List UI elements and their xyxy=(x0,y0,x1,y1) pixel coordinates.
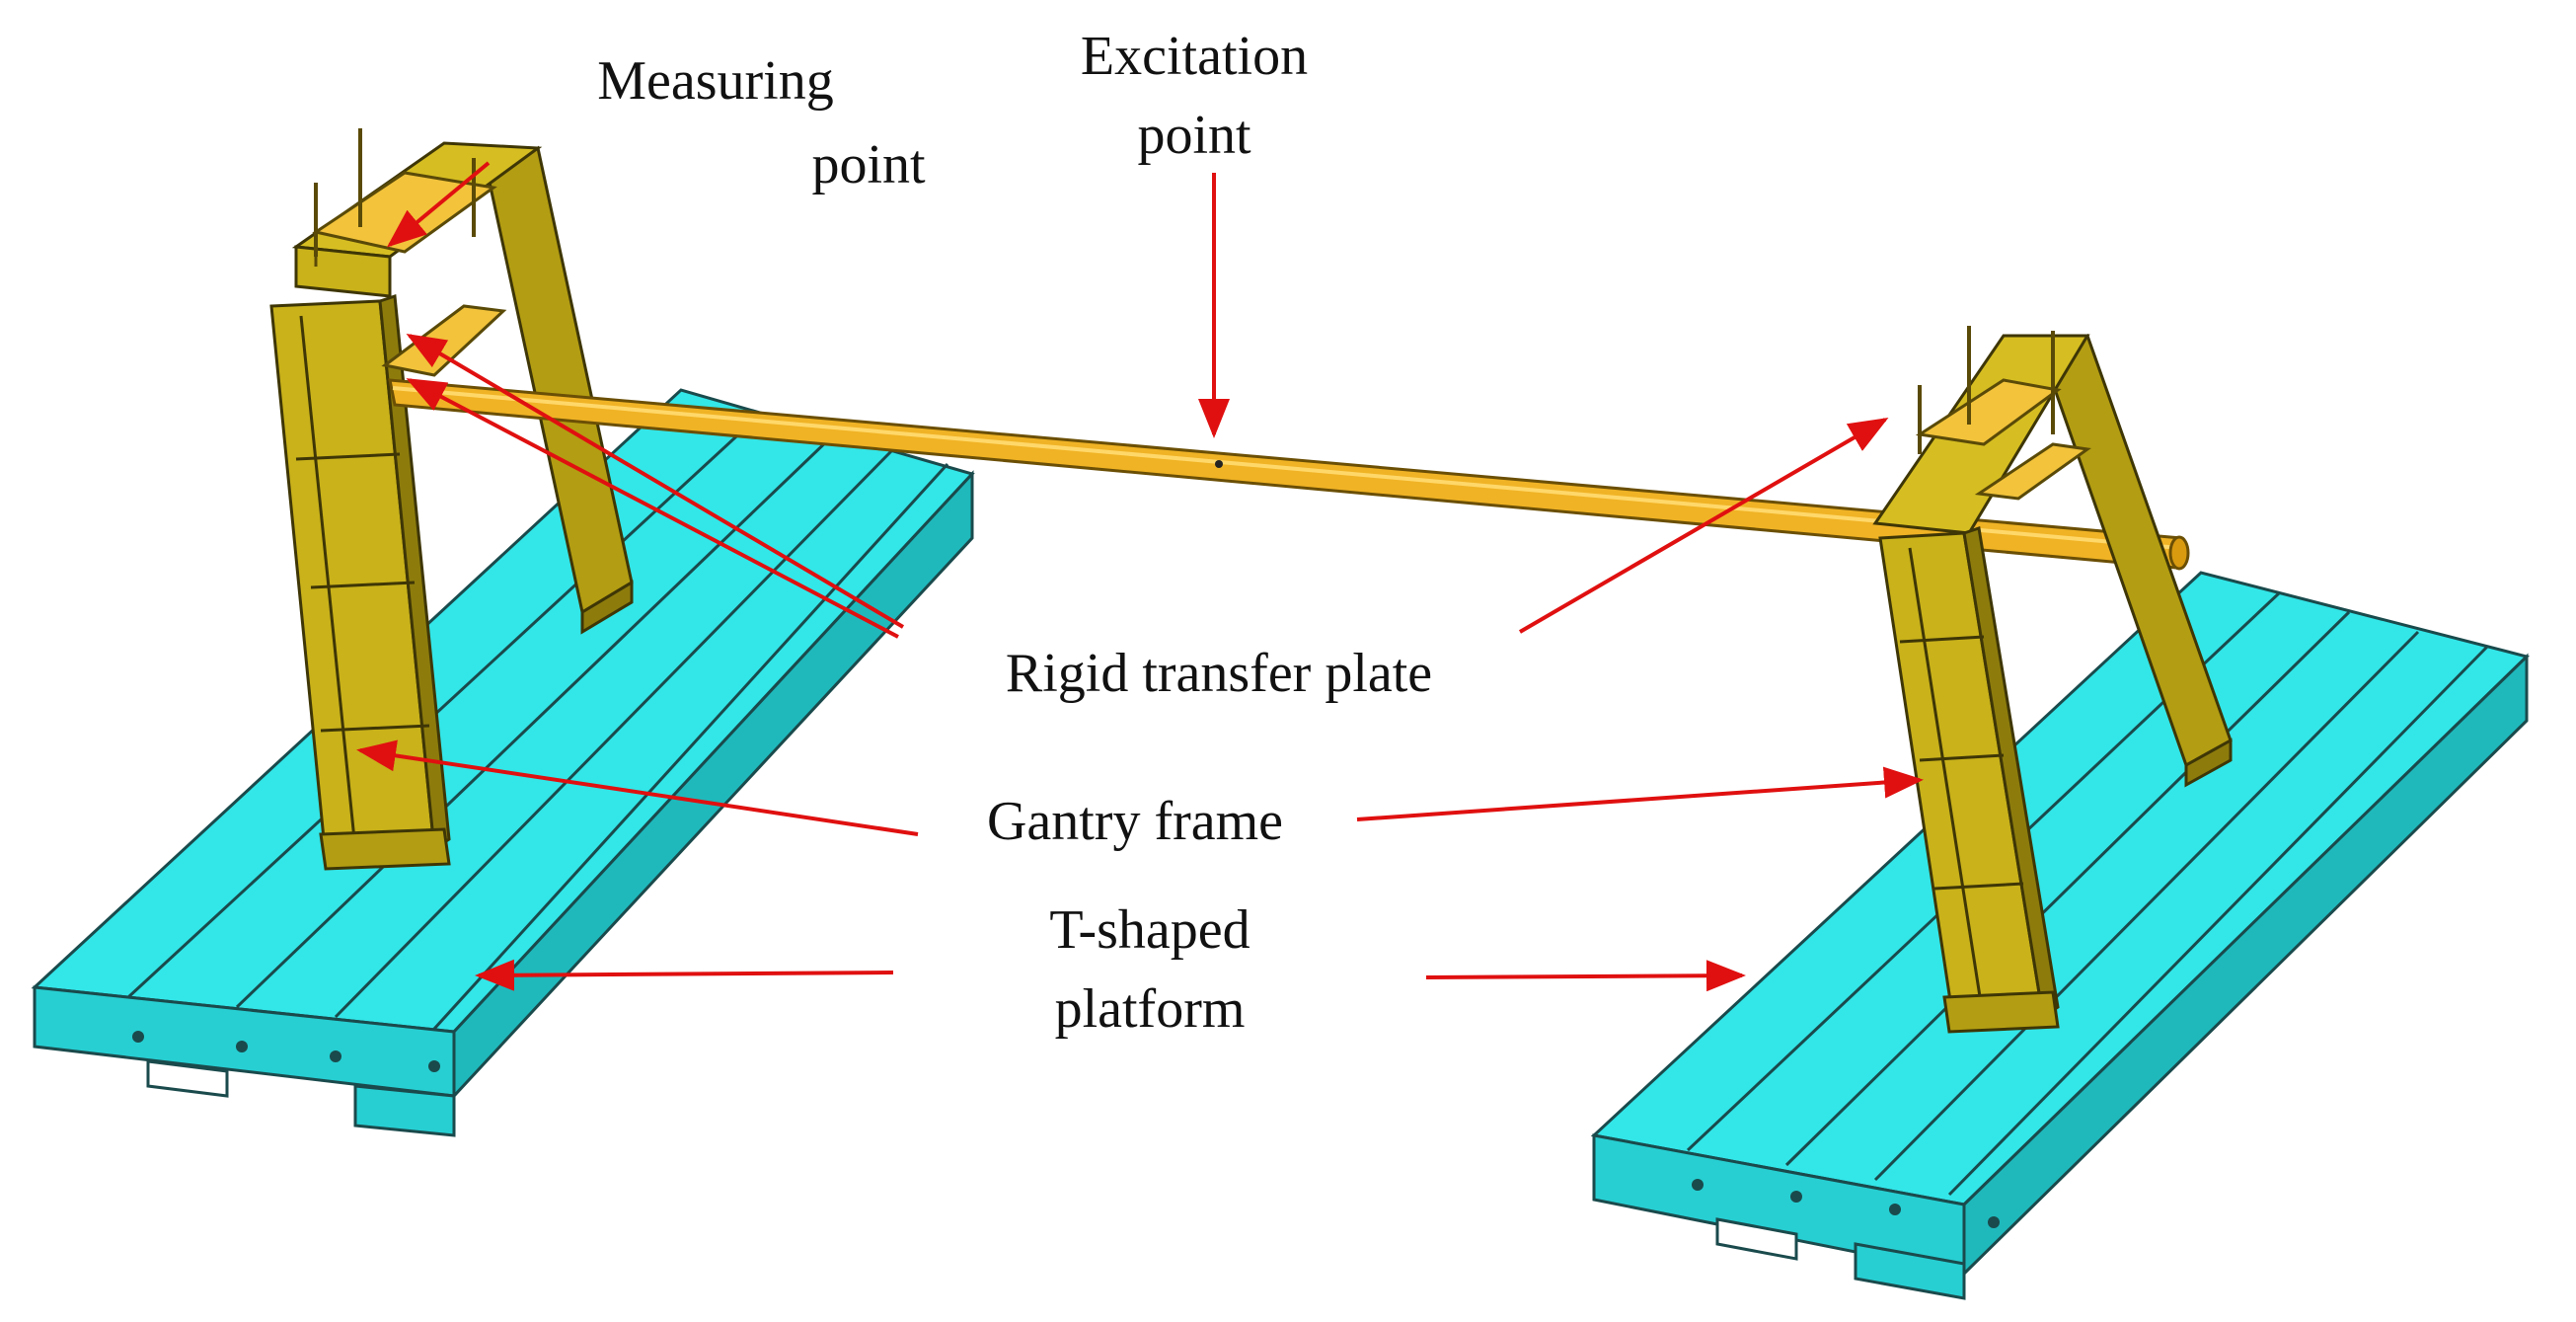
label-rigid-transfer-plate: Rigid transfer plate xyxy=(1006,643,1432,704)
left-platform xyxy=(31,388,975,1137)
label-measuring-line1: Measuring xyxy=(597,50,834,112)
right-gantry-frame xyxy=(1872,333,2233,1034)
label-gantry-frame: Gantry frame xyxy=(987,791,1283,852)
left-rigid-transfer-plate xyxy=(381,304,507,377)
label-excitation-line1: Excitation xyxy=(1081,26,1308,87)
label-platform-line2: platform xyxy=(1055,978,1246,1040)
arrow-rigid-plate-right xyxy=(1518,417,1889,634)
arrow-gantry-left xyxy=(356,739,919,836)
annotation-arrows xyxy=(356,161,1924,992)
label-excitation-line2: point xyxy=(1137,105,1251,166)
label-measuring-line2: point xyxy=(811,134,926,195)
arrow-platform-right xyxy=(1425,960,1746,992)
arrow-rigid-plate-left-upper xyxy=(406,333,905,629)
arrow-measuring-point xyxy=(386,161,491,248)
arrow-gantry-right xyxy=(1356,766,1924,821)
label-platform-line1: T-shaped xyxy=(1049,899,1250,961)
right-top-plate xyxy=(1915,326,2091,501)
right-platform xyxy=(1590,571,2530,1300)
arrow-rigid-plate-left-lower xyxy=(406,378,899,639)
arrow-platform-left xyxy=(475,959,894,991)
